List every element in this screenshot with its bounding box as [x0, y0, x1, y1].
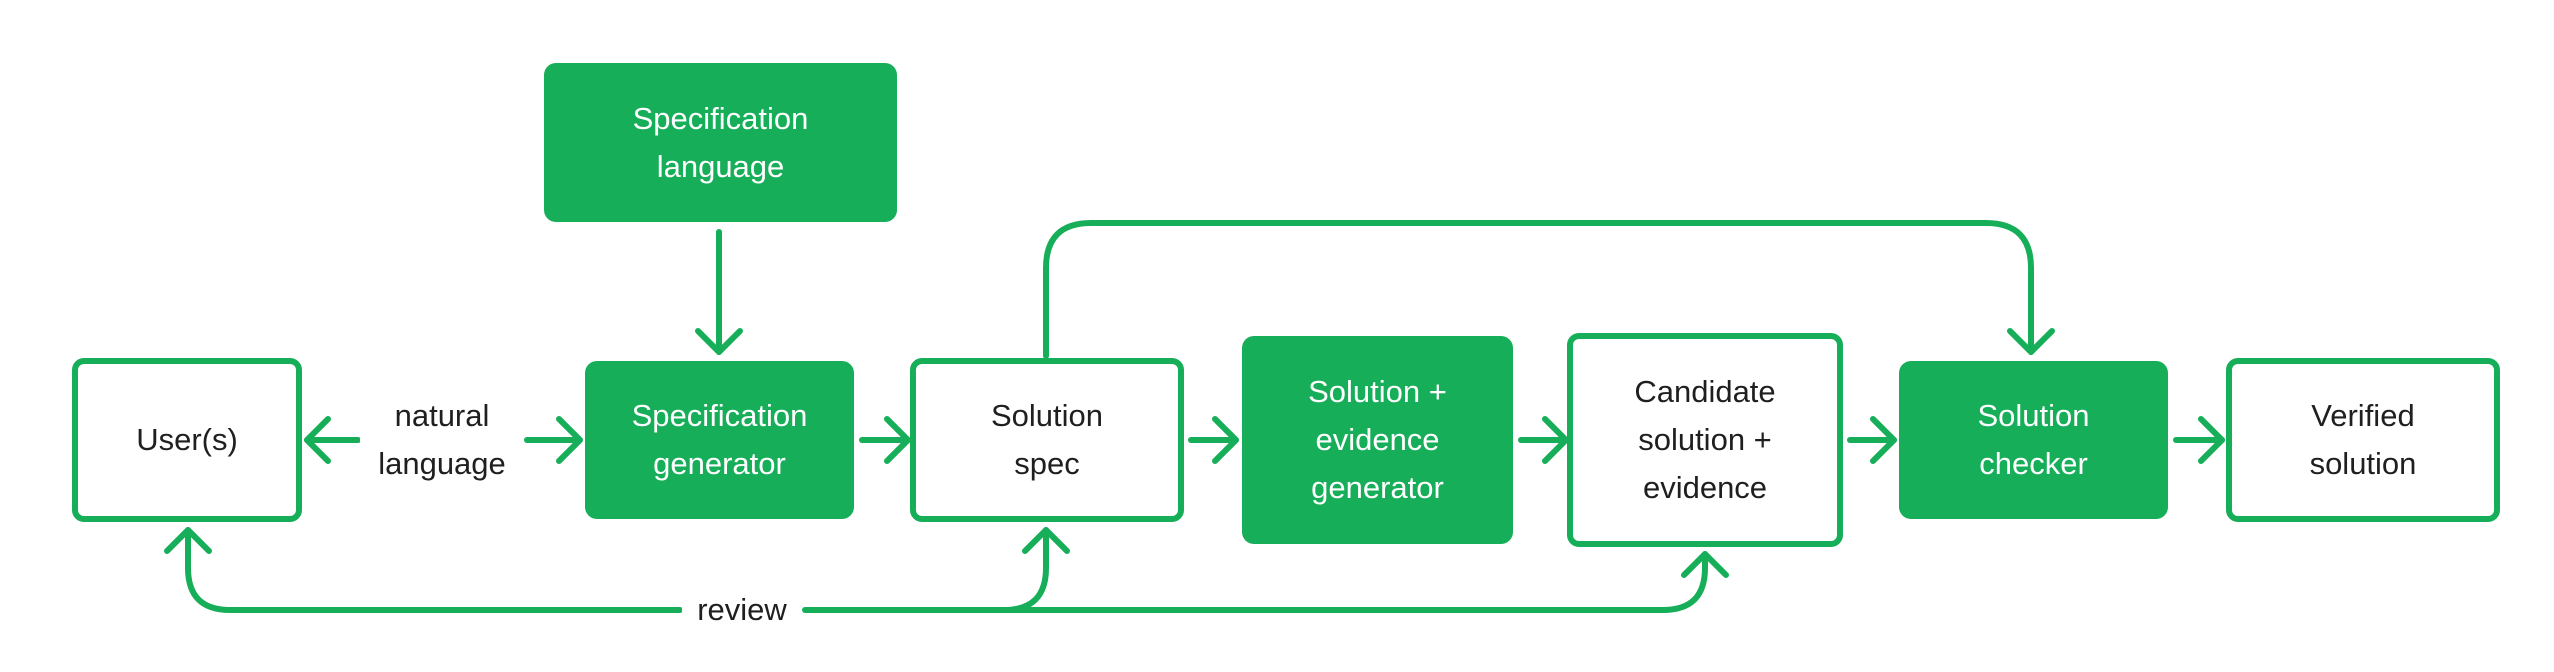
- arrowhead-checker-top: [2007, 328, 2055, 355]
- solution-checker-label: Solution checker: [1977, 398, 2090, 481]
- arrowhead-review-users: [164, 527, 212, 554]
- review-label: review: [682, 586, 802, 634]
- solution-evidence-generator-node: Solution + evidence generator: [1242, 336, 1513, 544]
- arrowhead-solution-spec: [884, 416, 911, 464]
- review-line-left: [185, 527, 683, 613]
- verified-solution-node: Verified solution: [2226, 358, 2500, 522]
- arrowhead-verified: [2198, 416, 2225, 464]
- verified-solution-label: Verified solution: [2309, 398, 2417, 481]
- candidate-solution-node: Candidate solution + evidence: [1567, 333, 1843, 547]
- users-node: User(s): [72, 358, 302, 522]
- users-label: User(s): [136, 422, 238, 457]
- arrowhead-evidence-generator: [1212, 416, 1239, 464]
- arrowhead-users: [304, 416, 331, 464]
- natural-language-label: natural language: [360, 392, 524, 488]
- specification-language-label: Specification language: [632, 100, 809, 184]
- arrowhead-candidate: [1542, 416, 1569, 464]
- arrowhead-checker: [1870, 416, 1897, 464]
- specification-language-node: Specification language: [544, 63, 897, 222]
- solution-spec-node: Solution spec: [910, 358, 1184, 522]
- specification-generator-label: Specification generator: [631, 398, 808, 481]
- arrowhead-review-solution-spec: [1022, 527, 1070, 554]
- arrowhead-review-candidate: [1681, 551, 1729, 578]
- solution-checker-node: Solution checker: [1899, 361, 2168, 519]
- solution-spec-label: Solution spec: [990, 398, 1104, 481]
- review-line-candidate: [1001, 551, 1708, 613]
- review-line-right: [802, 527, 1049, 613]
- specification-generator-node: Specification generator: [585, 361, 854, 519]
- candidate-solution-label: Candidate solution + evidence: [1634, 374, 1776, 505]
- solution-evidence-generator-label: Solution + evidence generator: [1308, 374, 1447, 505]
- arrowhead-generator-input: [556, 416, 583, 464]
- arrow-solution-spec-to-checker: [1043, 220, 2034, 359]
- arrowhead-spec-generator: [695, 328, 743, 355]
